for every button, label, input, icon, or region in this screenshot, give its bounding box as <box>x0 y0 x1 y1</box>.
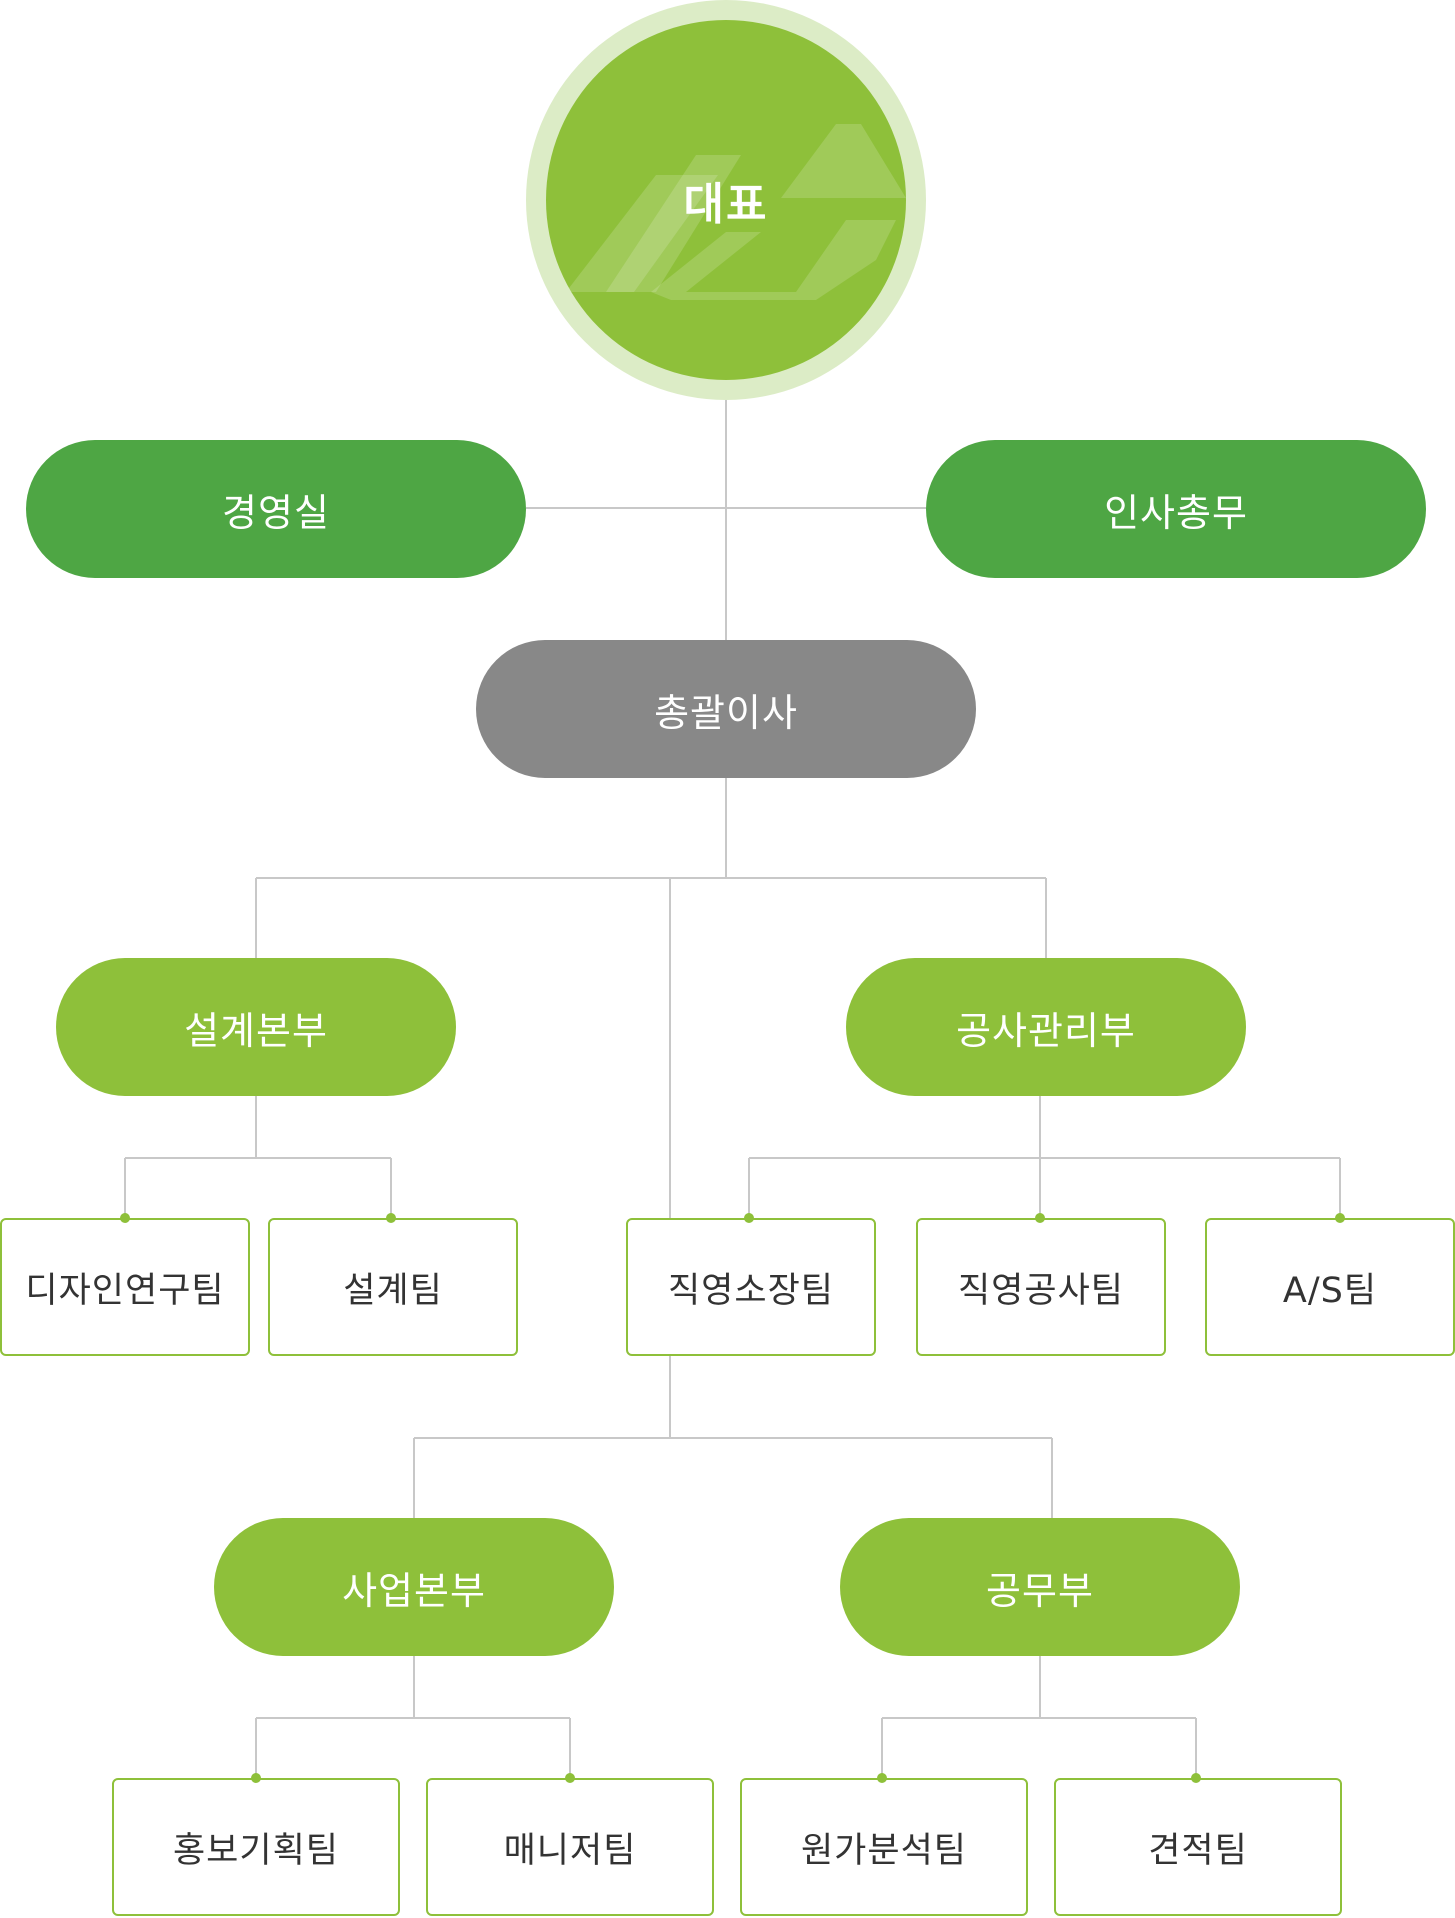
works-department-node: 공무부 <box>840 1518 1240 1656</box>
connector-dot <box>1335 1213 1345 1223</box>
company-logo-icon <box>566 124 906 300</box>
business-hq-node: 사업본부 <box>214 1518 614 1656</box>
direct-site-team-node: 직영소장팀 <box>626 1218 876 1356</box>
connector-dot <box>120 1213 130 1223</box>
design-team-node: 설계팀 <box>268 1218 518 1356</box>
hr-general-affairs-node: 인사총무 <box>926 440 1426 578</box>
general-director-node: 총괄이사 <box>476 640 976 778</box>
connector-design-hq-teams <box>124 1096 392 1218</box>
connector-dot <box>1035 1213 1045 1223</box>
manager-team-node: 매니저팀 <box>426 1778 714 1916</box>
direct-construction-team-node: 직영공사팀 <box>916 1218 1166 1356</box>
design-hq-node: 설계본부 <box>56 958 456 1096</box>
connector-works-teams <box>881 1656 1197 1778</box>
connector-direct-site-divisions <box>413 1356 1053 1518</box>
after-service-team-node: A/S팀 <box>1205 1218 1455 1356</box>
design-research-team-node: 디자인연구팀 <box>0 1218 250 1356</box>
ceo-label: 대표 <box>683 179 769 230</box>
connector-dot <box>251 1773 261 1783</box>
ceo-node: 대표 <box>546 20 906 380</box>
connector-dot <box>565 1773 575 1783</box>
cost-analysis-team-node: 원가분석팀 <box>740 1778 1028 1916</box>
connector-business-teams <box>255 1656 571 1778</box>
office-management-node: 경영실 <box>26 440 526 578</box>
connector-dot <box>877 1773 887 1783</box>
construction-management-node: 공사관리부 <box>846 958 1246 1096</box>
pr-planning-team-node: 홍보기획팀 <box>112 1778 400 1916</box>
connector-dot <box>1191 1773 1201 1783</box>
connector-construction-teams <box>748 1096 1341 1218</box>
connector-dot <box>744 1213 754 1223</box>
estimation-team-node: 견적팀 <box>1054 1778 1342 1916</box>
connector-dot <box>386 1213 396 1223</box>
